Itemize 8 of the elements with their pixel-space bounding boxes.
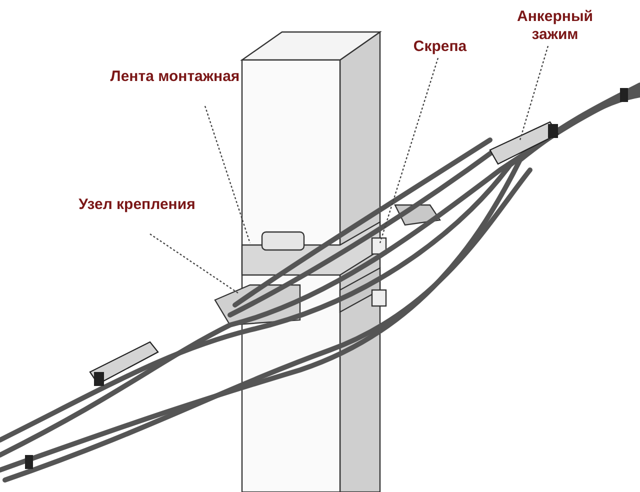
leader-line <box>379 58 439 244</box>
leader-line <box>150 234 238 294</box>
leader-line <box>519 46 549 140</box>
part-label: Скрепа <box>405 38 475 56</box>
part-label: Лента монтажная <box>110 68 240 86</box>
leader-line <box>204 106 251 244</box>
part-label: Узел крепления <box>72 196 202 214</box>
part-label: Анкерный зажим <box>500 8 610 44</box>
